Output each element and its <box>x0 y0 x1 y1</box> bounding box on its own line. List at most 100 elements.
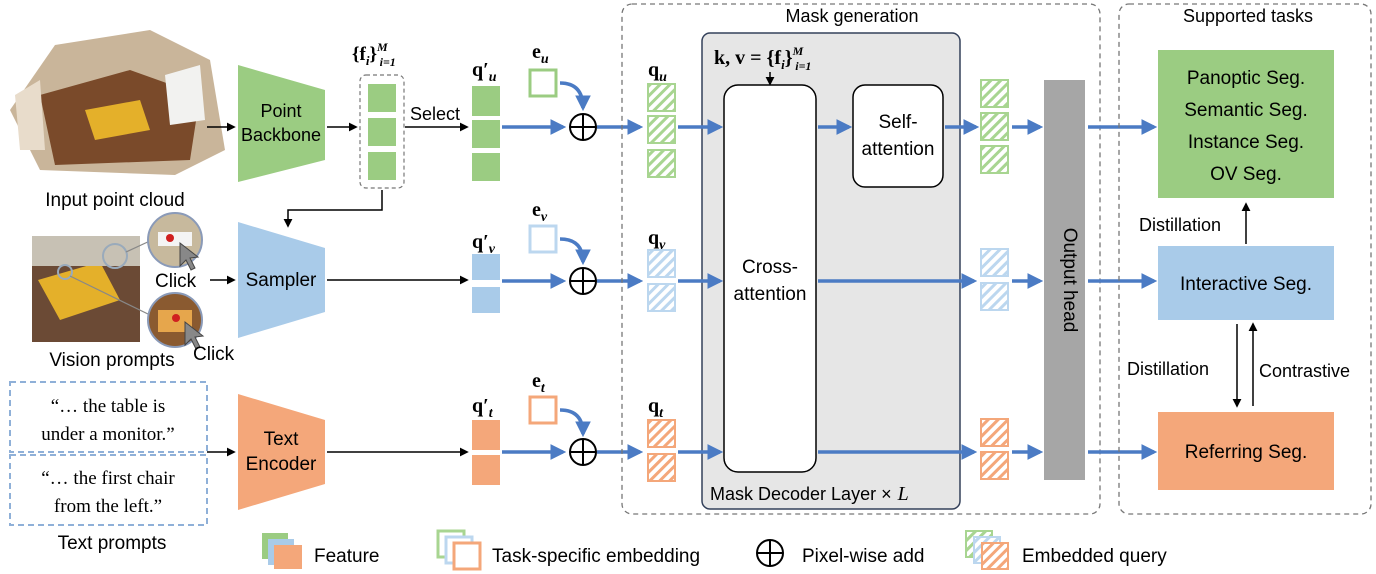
arrow-e-t <box>559 408 591 438</box>
e-u-label: eu <box>532 41 549 67</box>
out-t-block-2 <box>980 451 1009 480</box>
task-instance: Instance Seg. <box>1188 132 1304 153</box>
out-u-block-1 <box>980 79 1009 108</box>
text-prompts-label: Text prompts <box>58 533 167 554</box>
interactive-seg-box <box>1158 246 1334 320</box>
task-ov: OV Seg. <box>1210 164 1282 185</box>
text-prompt-1-line-1: “… the table is <box>51 396 166 417</box>
input-point-cloud-label: Input point cloud <box>45 190 184 211</box>
legend-embedding-icon <box>436 529 482 571</box>
legend-pixel-add-icon <box>756 539 784 567</box>
e-v-label: ev <box>532 199 548 225</box>
out-v-block-1 <box>980 248 1009 277</box>
q-v-prime-label: q′v <box>472 231 496 257</box>
self-attention-block[interactable] <box>852 84 944 188</box>
q-u-block-3 <box>647 149 676 178</box>
pixel-add-t <box>569 438 597 466</box>
q-v-label: qv <box>648 227 666 253</box>
e-v-embedding <box>528 224 558 254</box>
task-semantic: Semantic Seg. <box>1184 100 1308 121</box>
legend-feature-label: Feature <box>314 546 379 567</box>
feature-stack-border <box>359 74 405 189</box>
decoder-layer-label: Mask Decoder Layer ×L <box>710 483 909 505</box>
e-t-embedding <box>528 395 558 425</box>
supported-tasks-border <box>1118 3 1372 515</box>
zoom-circle-top <box>147 212 203 268</box>
main-tasks-box <box>1158 50 1334 198</box>
legend: Feature Task-specific embedding Pixel-wi… <box>262 529 1167 571</box>
q-u-prime-label: q′u <box>472 59 497 85</box>
q-v-block-1 <box>647 249 676 278</box>
self-attention-label-1: Self- <box>878 112 917 133</box>
legend-feature-icon <box>262 533 302 569</box>
arrow-e-v <box>559 237 591 266</box>
out-u-block-2 <box>980 112 1009 141</box>
q-v-block-2 <box>647 283 676 312</box>
q-t-block-1 <box>647 419 676 448</box>
point-cloud-image <box>10 30 225 175</box>
click-label-1: Click <box>155 271 197 292</box>
text-prompt-1-line-2: under a monitor.” <box>41 424 175 445</box>
cross-attention-label-1: Cross- <box>742 257 798 278</box>
text-prompt-2-line-1: “… the first chair <box>41 468 175 489</box>
legend-embedding-label: Task-specific embedding <box>492 546 700 567</box>
q-u-prime-block-2 <box>472 120 500 148</box>
text-prompt-box-1 <box>9 381 208 453</box>
sampler-label: Sampler <box>246 270 317 291</box>
cursor-icon-top <box>179 241 200 271</box>
distillation-top-label: Distillation <box>1139 215 1221 235</box>
out-v-block-2 <box>980 282 1009 311</box>
q-t-prime-block-1 <box>472 420 500 450</box>
output-head-label: Output head <box>1059 228 1080 333</box>
sampler-block <box>238 222 325 338</box>
q-v-prime-block-1 <box>472 254 500 280</box>
task-panoptic: Panoptic Seg. <box>1187 68 1305 89</box>
cursor-icon-bottom <box>184 320 205 350</box>
distillation-mid-label: Distillation <box>1127 359 1209 379</box>
q-t-prime-block-2 <box>472 455 500 485</box>
q-t-prime-label: q′t <box>472 395 494 421</box>
text-encoder-label-2: Encoder <box>246 454 317 475</box>
feature-block-3 <box>368 152 396 180</box>
contrastive-label: Contrastive <box>1259 361 1350 381</box>
e-t-label: et <box>532 370 546 396</box>
point-backbone-label-2: Backbone <box>241 125 321 145</box>
q-t-label: qt <box>648 395 664 421</box>
cross-attention-block[interactable] <box>723 84 817 473</box>
output-head-block <box>1044 80 1085 480</box>
text-prompt-box-2 <box>9 454 208 526</box>
pixel-add-v <box>569 267 597 295</box>
q-u-block-2 <box>647 115 676 144</box>
interactive-seg-label: Interactive Seg. <box>1180 274 1312 295</box>
text-encoder-label-1: Text <box>264 429 300 450</box>
out-u-block-3 <box>980 145 1009 174</box>
cross-attention-label-2: attention <box>734 284 807 305</box>
q-v-prime-block-2 <box>472 287 500 313</box>
legend-embedded-query-icon <box>965 530 1009 570</box>
pixel-add-u <box>569 113 597 141</box>
point-backbone-label-1: Point <box>260 101 301 121</box>
out-t-block-1 <box>980 418 1009 447</box>
referring-seg-label: Referring Seg. <box>1185 442 1308 463</box>
q-u-label: qu <box>648 59 667 85</box>
q-u-prime-block-1 <box>472 86 500 116</box>
mask-generation-border <box>621 3 1101 515</box>
legend-pixel-add-label: Pixel-wise add <box>802 546 925 567</box>
feature-block-2 <box>368 118 396 146</box>
q-u-prime-block-3 <box>472 153 500 181</box>
q-t-block-2 <box>647 453 676 482</box>
q-u-block-1 <box>647 83 676 112</box>
arrow-e-u <box>559 81 591 112</box>
e-u-embedding <box>528 68 558 98</box>
supported-tasks-label: Supported tasks <box>1183 6 1313 26</box>
vision-prompt-image <box>32 236 153 342</box>
select-label: Select <box>410 104 460 124</box>
legend-embedded-query-label: Embedded query <box>1022 546 1167 567</box>
click-label-2: Click <box>193 344 235 365</box>
vision-prompts-label: Vision prompts <box>49 350 174 371</box>
text-prompt-2-line-2: from the left.” <box>54 496 162 517</box>
point-backbone-block <box>238 65 325 182</box>
